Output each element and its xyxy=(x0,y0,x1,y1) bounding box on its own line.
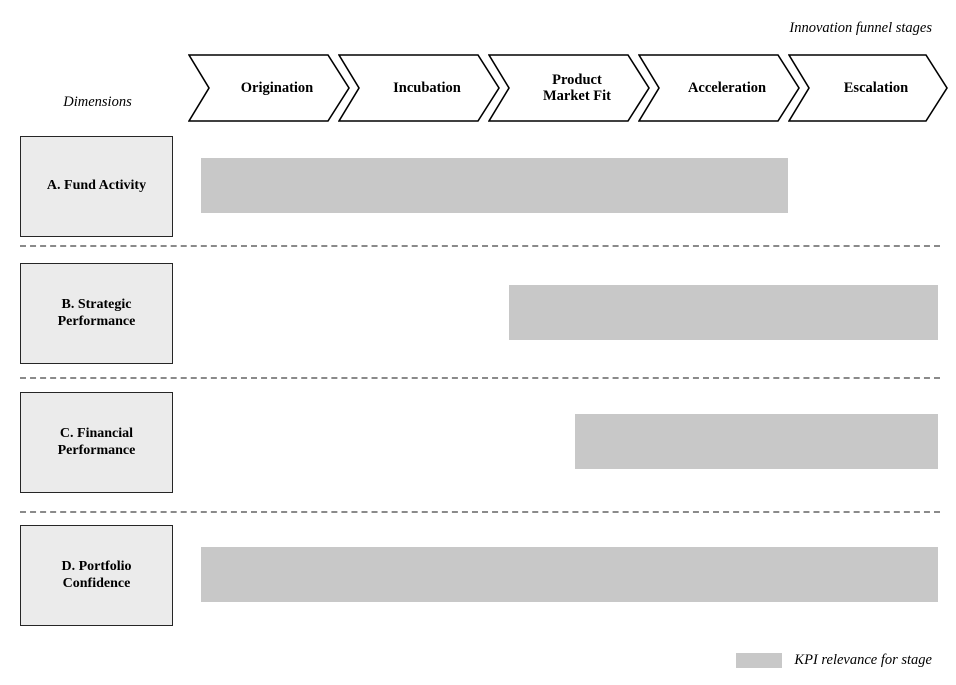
legend-label: KPI relevance for stage xyxy=(794,652,932,668)
chevron-shape-icon xyxy=(338,54,500,122)
funnel-stage-label: Origination xyxy=(240,79,314,96)
dimension-box-4[interactable]: D. Portfolio Confidence xyxy=(20,525,173,626)
dimension-box-1[interactable]: A. Fund Activity xyxy=(20,136,173,237)
funnel-stage-3[interactable]: Product Market Fit xyxy=(488,54,650,122)
chevron-shape-icon xyxy=(788,54,948,122)
kpi-relevance-bar-2 xyxy=(509,285,938,340)
funnel-stage-label: Acceleration xyxy=(687,79,767,96)
row-separator-2 xyxy=(20,377,940,379)
innovation-funnel-stages-title: Innovation funnel stages xyxy=(789,20,932,36)
funnel-stage-label: Product Market Fit xyxy=(542,71,612,104)
legend-swatch-icon xyxy=(736,653,783,668)
dimensions-title: Dimensions xyxy=(63,94,132,110)
row-separator-3 xyxy=(20,511,940,513)
kpi-relevance-bar-4 xyxy=(201,547,938,602)
funnel-stage-label: Escalation xyxy=(843,79,909,96)
funnel-stage-1[interactable]: Origination xyxy=(188,54,350,122)
funnel-stage-5[interactable]: Escalation xyxy=(788,54,948,122)
kpi-relevance-bar-1 xyxy=(201,158,788,213)
funnel-stage-4[interactable]: Acceleration xyxy=(638,54,800,122)
chevron-shape-icon xyxy=(488,54,650,122)
kpi-relevance-bar-3 xyxy=(575,414,938,469)
funnel-stage-label: Incubation xyxy=(393,79,461,96)
funnel-stage-2[interactable]: Incubation xyxy=(338,54,500,122)
dimension-box-2[interactable]: B. Strategic Performance xyxy=(20,263,173,364)
funnel-stage-row: Origination Incubation Product Market Fit A… xyxy=(188,54,948,122)
chevron-shape-icon xyxy=(638,54,800,122)
legend: KPI relevance for stage xyxy=(736,652,932,669)
chevron-shape-icon xyxy=(188,54,350,122)
row-separator-1 xyxy=(20,245,940,247)
dimension-box-3[interactable]: C. Financial Performance xyxy=(20,392,173,493)
